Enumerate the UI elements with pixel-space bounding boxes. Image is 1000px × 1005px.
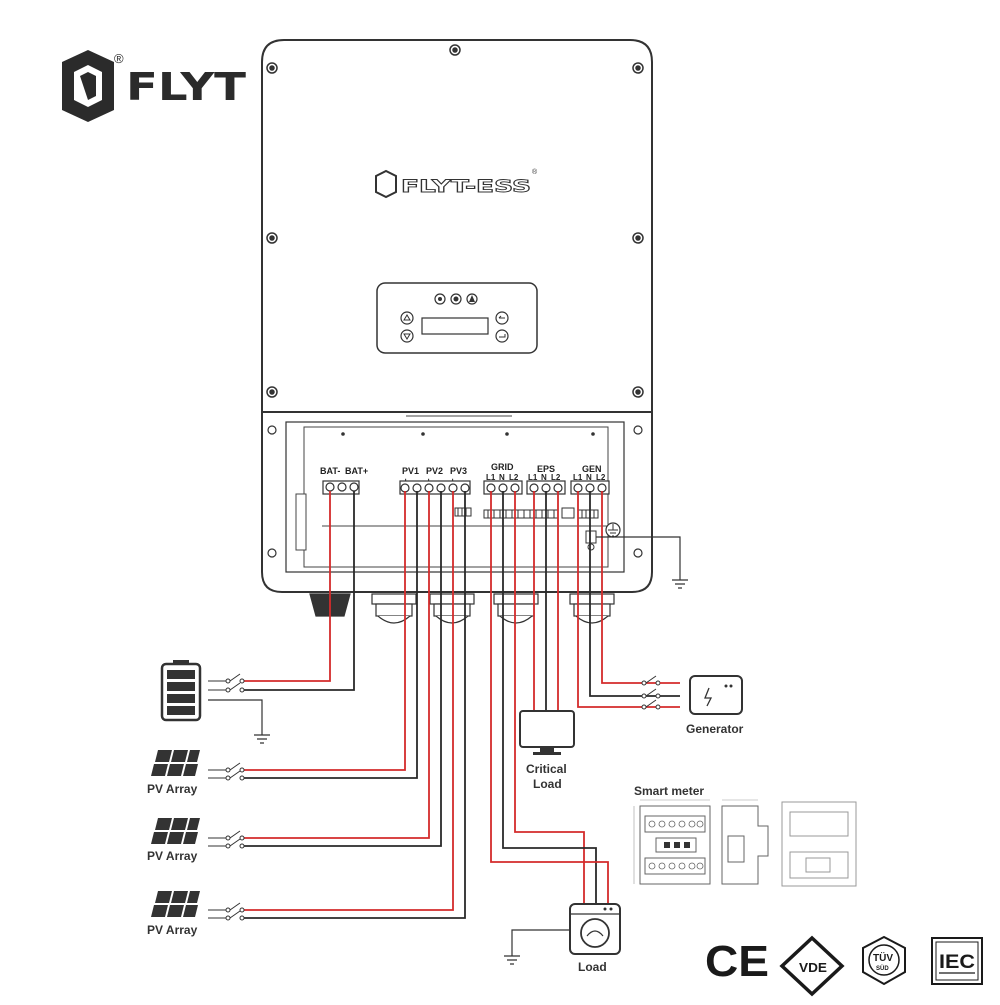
ce-mark-icon: CE: [705, 937, 769, 986]
pv-array-1-label: PV Array: [147, 782, 198, 796]
grid-l1-label: L1: [486, 473, 496, 482]
critical-load-label-line1: Critical: [526, 762, 567, 776]
flyt-logo-mark-icon: [62, 50, 114, 122]
generator-label: Generator: [686, 722, 744, 736]
flyt-logo: ® FLYT: [62, 50, 246, 122]
generator: Generator: [686, 675, 744, 736]
svg-text:IEC: IEC: [939, 952, 975, 973]
pv-array-3-label: PV Array: [147, 923, 198, 937]
smart-meter-label: Smart meter: [634, 784, 704, 798]
bat-neg-label: BAT-: [320, 466, 340, 476]
eps-n-label: N: [541, 473, 547, 482]
solar-panel-icon: [151, 891, 200, 917]
pv2-label: PV2: [426, 466, 443, 476]
svg-text:CE: CE: [705, 937, 769, 986]
svg-text:VDE: VDE: [799, 960, 827, 975]
gen-l1-label: L1: [573, 473, 583, 482]
load-label: Load: [578, 960, 607, 974]
critical-load-label-line2: Load: [533, 777, 562, 791]
load: Load: [569, 903, 621, 974]
washing-machine-icon: [569, 903, 621, 955]
control-panel: [376, 282, 538, 354]
smart-meter: Smart meter: [633, 784, 857, 887]
flyt-wordmark: FLYT: [126, 65, 246, 109]
svg-text:TÜV: TÜV: [873, 951, 893, 964]
terminal-blocks: [322, 480, 610, 495]
pv-array-3: PV Array: [147, 891, 200, 937]
flyt-ess-registered: ®: [532, 168, 538, 176]
inverter-unit: FLYT-ESS ® BAT-: [261, 39, 653, 624]
generator-icon: [689, 675, 743, 715]
gen-l2-label: L2: [596, 473, 606, 482]
eps-label: EPS: [537, 464, 555, 474]
ground-symbol-icons: [254, 579, 688, 965]
flyt-ess-wordmark: FLYT-ESS: [401, 177, 531, 197]
eps-l1-label: L1: [528, 473, 538, 482]
battery-icon: [160, 660, 202, 722]
critical-load: Critical Load: [519, 710, 575, 791]
pv-array-2-label: PV Array: [147, 849, 198, 863]
grid-n-label: N: [499, 473, 505, 482]
grid-l2-label: L2: [509, 473, 519, 482]
pv-array-1: PV Array: [147, 750, 200, 796]
tuv-sud-mark-icon: TÜV SÜD: [862, 935, 906, 986]
status-led-icons: [434, 293, 478, 305]
lcd-display: [421, 317, 489, 335]
bat-pos-label: BAT+: [345, 466, 368, 476]
cable-glands: [309, 593, 615, 624]
pv1-label: PV1: [402, 466, 419, 476]
pv3-label: PV3: [450, 466, 467, 476]
pv-array-2: PV Array: [147, 818, 200, 863]
registered-mark: ®: [114, 51, 124, 66]
smart-meter-back-icon: [781, 801, 857, 887]
svg-text:SÜD: SÜD: [876, 965, 889, 972]
screw-icons: [266, 44, 644, 398]
solar-panel-icon: [151, 750, 200, 776]
ground-terminal-icon: [585, 522, 621, 551]
iec-mark-icon: IEC: [931, 937, 983, 985]
wires: [208, 491, 681, 956]
flyt-ess-mark-icon: [375, 169, 397, 199]
smart-meter-side-icon: [721, 799, 769, 885]
enter-button-icon[interactable]: [495, 329, 509, 343]
flyt-ess-logo: FLYT-ESS ®: [375, 168, 538, 199]
grid-label: GRID: [491, 462, 514, 472]
monitor-icon: [519, 710, 575, 755]
smart-meter-front-icon: [633, 799, 711, 885]
down-button-icon[interactable]: [400, 329, 414, 343]
switch-icons: [208, 673, 661, 921]
certification-logos: CE VDE TÜV SÜD IEC: [705, 935, 983, 997]
gen-n-label: N: [586, 473, 592, 482]
vde-mark-icon: VDE: [779, 935, 845, 997]
up-button-icon[interactable]: [400, 311, 414, 325]
solar-panel-icon: [151, 818, 200, 844]
back-button-icon[interactable]: [495, 311, 509, 325]
gen-label: GEN: [582, 464, 602, 474]
eps-l2-label: L2: [551, 473, 561, 482]
